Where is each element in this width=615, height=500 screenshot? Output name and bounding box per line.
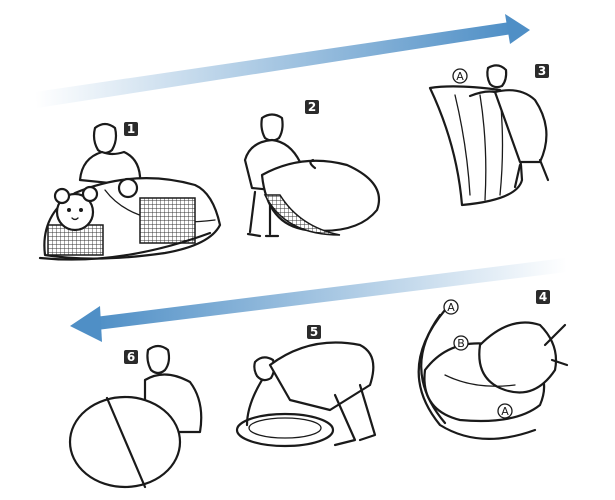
step-3-badge: 3 [535,64,549,78]
svg-text:3: 3 [538,64,546,78]
step-1-illustration [38,122,222,261]
svg-text:A: A [447,301,455,314]
flow-arrow-left [70,258,567,342]
svg-text:B: B [457,337,465,350]
step-4-callout-a-top: A [443,299,459,315]
step-6-illustration [68,344,203,489]
step-1-badge: 1 [124,122,138,136]
step-6-badge: 6 [124,350,138,364]
svg-text:2: 2 [308,100,316,114]
svg-text:5: 5 [310,325,318,339]
flow-arrow-right [35,14,530,108]
step-4-callout-b: B [453,335,469,351]
step-4-illustration [417,308,569,440]
step-5-illustration [235,341,377,448]
step-4-badge: 4 [536,290,550,304]
step-2-badge: 2 [305,100,319,114]
step-5-badge: 5 [307,325,321,339]
step-3-callout-a: A [452,68,468,84]
svg-text:4: 4 [539,290,547,304]
step-3-illustration [428,64,550,207]
step-2-illustration [243,113,381,238]
svg-text:A: A [456,70,464,83]
svg-text:A: A [501,405,509,418]
svg-text:6: 6 [127,350,135,364]
step-4-callout-a-bottom: A [497,403,513,419]
svg-text:1: 1 [127,122,135,136]
